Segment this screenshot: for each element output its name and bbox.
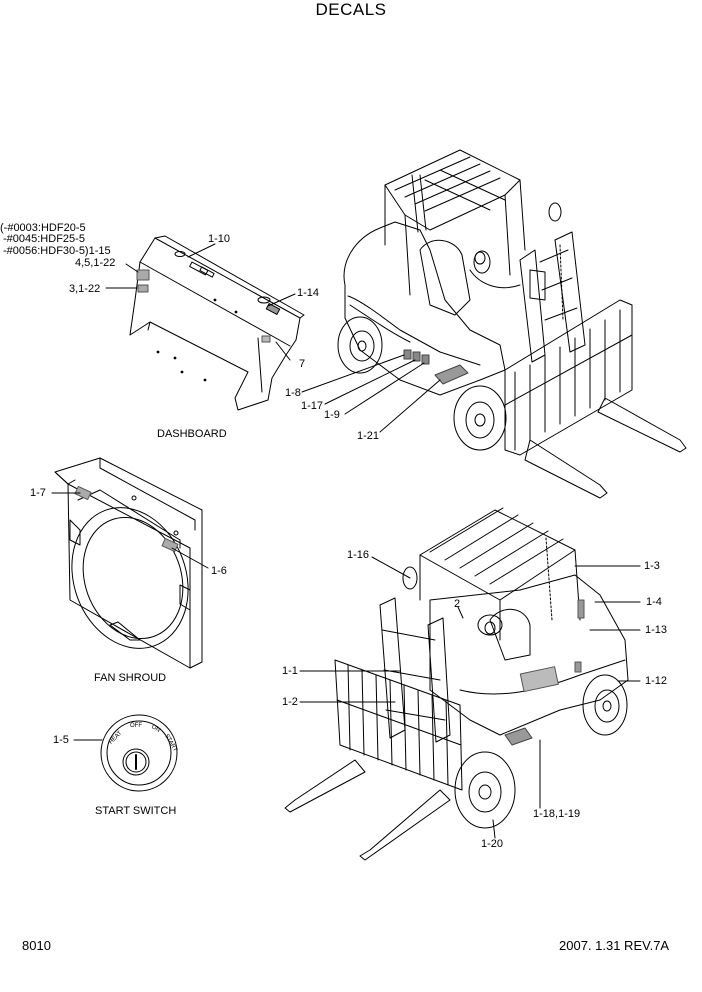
upper-forklift-leaders [302,355,440,432]
callout-1-4: 1-4 [646,596,662,608]
callout-1-2: 1-2 [282,696,298,708]
callout-1-16: 1-16 [347,549,370,561]
fan-shroud-illustration [53,458,207,668]
revision-date: 2007. 1.31 REV.7A [559,938,670,953]
page-number: 8010 [22,938,51,953]
callout-1-12: 1-12 [645,675,668,687]
switch-label-off: OFF [130,723,142,729]
dashboard-leaders [106,244,295,360]
dashboard-note-line-3: -#0056:HDF30-5)1-15 [3,245,111,257]
callout-1-8: 1-8 [285,387,301,399]
callout-7: 7 [299,358,306,370]
start-switch-illustration [101,715,177,791]
callout-1-5: 1-5 [53,734,69,746]
dashboard-note-line-4: 4,5,1-22 [75,257,116,269]
lower-forklift-leaders [300,557,640,838]
callout-1-14: 1-14 [297,287,320,299]
callout-1-9: 1-9 [324,409,340,421]
dashboard-note-line-1: (-#0003:HDF20-5 [0,222,86,234]
callout-1-13: 1-13 [645,624,668,636]
dashboard-note-line-2: -#0045:HDF25-5 [3,233,85,245]
callout-1-1: 1-1 [282,665,298,677]
callout-1-20: 1-20 [481,838,504,850]
callout-1-6: 1-6 [211,565,227,577]
page-title: DECALS [315,0,387,19]
callout-1-17: 1-17 [301,400,324,412]
callout-1-3: 1-3 [644,560,660,572]
callout-1-18-1-19: 1-18,1-19 [533,808,581,820]
callout-2: 2 [454,598,461,610]
forklift-upper-illustration [338,150,686,498]
callout-1-21: 1-21 [357,430,380,442]
dashboard-note-line-5: 3,1-22 [69,283,101,295]
callout-1-7: 1-7 [30,487,46,499]
callout-1-10: 1-10 [208,233,231,245]
caption-start-switch: START SWITCH [95,805,177,817]
caption-dashboard: DASHBOARD [157,428,227,440]
caption-fan-shroud: FAN SHROUD [94,672,167,684]
dashboard-illustration [130,236,304,410]
fan-shroud-leaders [52,493,208,568]
forklift-lower-illustration [285,508,628,860]
